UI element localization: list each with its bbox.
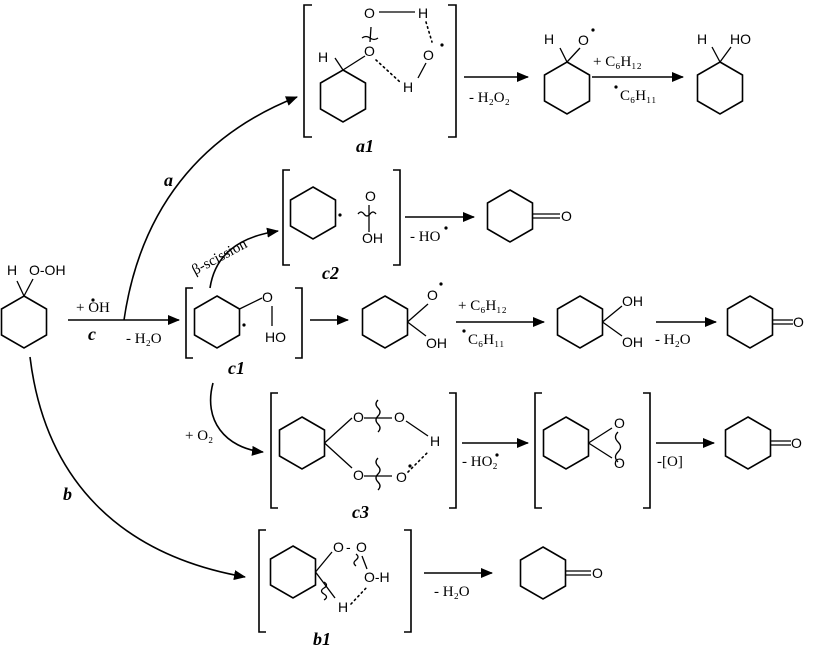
- atom-o: O: [364, 43, 375, 59]
- atom-o: O: [614, 455, 625, 471]
- atom-o: O: [262, 289, 273, 305]
- reagent-plus-c6h12: + C₆H₁₂: [593, 54, 642, 70]
- atom-o: O: [394, 409, 405, 425]
- reagent-plus-o2: + O₂: [185, 428, 213, 444]
- atom-h: H: [403, 79, 413, 95]
- atom-h: H: [338, 599, 348, 615]
- arrow-dioxy-to-ketone: -[O]: [656, 438, 715, 470]
- reagent-plus-oh: + OH: [76, 300, 110, 316]
- arrow-c2-to-ketone: - HO: [405, 212, 475, 245]
- dioxy-intermediate: O O: [534, 392, 651, 509]
- atom-o: O: [364, 5, 375, 21]
- atom-o: O: [333, 539, 344, 555]
- species-label-c1: c1: [228, 358, 245, 378]
- arrow-diol-to-ketone: - H₂O: [655, 317, 717, 348]
- arrow-a1-to-alkoxy: - H₂O₂: [464, 72, 529, 106]
- atom-oh: OH: [622, 334, 643, 350]
- cyclohexanone-4: O: [519, 546, 603, 600]
- reagent-minus-h2o: - H₂O: [126, 331, 162, 347]
- cyclohexyl-hydroperoxide: H O-OH: [0, 262, 66, 349]
- cyclohexanone-3: O: [724, 416, 802, 470]
- species-label-b1: b1: [313, 629, 331, 646]
- reagent-minus-h2o: - H₂O: [434, 584, 470, 600]
- label-beta-scission: β-scission: [189, 236, 250, 279]
- reagent-minus-h2o: - H₂O: [655, 332, 691, 348]
- atom-o: O: [356, 539, 367, 555]
- path-label-b: b: [63, 484, 72, 504]
- species-label-c2: c2: [322, 263, 339, 283]
- reagent-plus-c6h12: + C₆H₁₂: [458, 298, 507, 314]
- atom-ho: HO: [265, 329, 286, 345]
- beta-scission-arrow: β-scission: [189, 227, 279, 289]
- atom-dash: -: [346, 539, 351, 555]
- reagent-c6h11: C₆H₁₁: [620, 88, 657, 104]
- arrow-alkoxy-to-alcohol: + C₆H₁₂ C₆H₁₁: [592, 54, 684, 104]
- path-b-arrow: b: [29, 356, 246, 581]
- atom-h: H: [318, 49, 328, 65]
- atom-o: O: [427, 287, 438, 303]
- atom-oh: OH: [362, 230, 383, 246]
- hydroxy-alkoxy-radical: O OH: [361, 282, 447, 351]
- atom-oh: OH: [622, 293, 643, 309]
- o2-addition-arrow: + O₂: [185, 382, 264, 456]
- atom-o-h: O-H: [364, 569, 390, 585]
- atom-o: O: [793, 314, 804, 330]
- intermediate-c1: O HO c1: [185, 287, 303, 378]
- cyclohexyloxy-radical: H O: [543, 28, 595, 115]
- reagent-minus-h2o2: - H₂O₂: [469, 90, 510, 106]
- atom-o: O: [353, 409, 364, 425]
- path-label-c: c: [88, 324, 96, 344]
- atom-o: O: [592, 565, 603, 581]
- atom-o: O: [791, 435, 802, 451]
- gem-diol: OH OH: [556, 293, 643, 350]
- reagent-minus-ho2: - HO₂: [462, 454, 498, 470]
- atom-o: O: [561, 208, 572, 224]
- atom-o: O: [353, 467, 364, 483]
- atom-o: O: [365, 188, 376, 204]
- atom-h: H: [418, 5, 428, 21]
- atom-h: H: [544, 31, 554, 47]
- arrow-c3-to-dioxy: - HO₂: [462, 438, 529, 470]
- atom-h: H: [7, 262, 17, 278]
- species-label-a1: a1: [356, 136, 374, 156]
- intermediate-c3: O O H O O c3: [270, 392, 457, 522]
- path-a-arrow: a: [123, 96, 298, 321]
- species-label-c3: c3: [352, 502, 369, 522]
- intermediate-a1: H O O H O H a1: [303, 4, 457, 156]
- reagent-c6h11: C₆H₁₁: [468, 332, 505, 348]
- atom-ho: HO: [730, 31, 751, 47]
- reagent-minus-ho: - HO: [410, 229, 441, 245]
- intermediate-b1: O - O O-H H b1: [258, 529, 412, 646]
- atom-h: H: [430, 433, 440, 449]
- cyclohexanone-1: O: [486, 189, 572, 243]
- arrow-b1-to-ketone: - H₂O: [424, 568, 493, 600]
- reagent-minus-o: -[O]: [657, 454, 683, 470]
- atom-o-oh: O-OH: [29, 262, 66, 278]
- atom-o: O: [423, 47, 434, 63]
- arrow-to-gem-diol: + C₆H₁₂ C₆H₁₁: [456, 298, 545, 348]
- path-label-a: a: [164, 170, 173, 190]
- path-c-arrow: + OH c - H₂O: [68, 298, 180, 347]
- atom-o: O: [578, 32, 589, 48]
- intermediate-c2: O OH c2: [282, 169, 401, 283]
- atom-o: O: [614, 415, 625, 431]
- atom-o: O: [396, 469, 407, 485]
- cyclohexanone-2: O: [726, 295, 804, 349]
- atom-oh: OH: [426, 335, 447, 351]
- atom-h: H: [697, 31, 707, 47]
- cyclohexanol: H HO: [696, 31, 751, 115]
